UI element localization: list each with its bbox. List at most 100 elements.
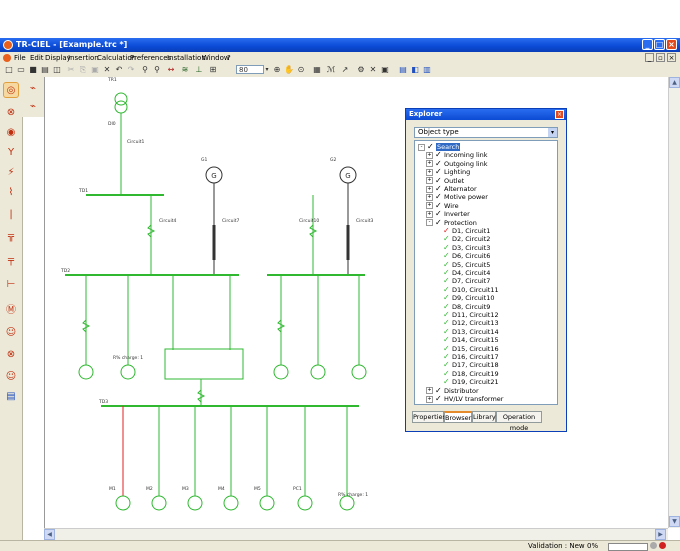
curve-icon[interactable]: ↗	[341, 65, 349, 74]
check-icon[interactable]: ✓	[443, 343, 450, 353]
window-cascade-icon[interactable]: ▤	[399, 65, 407, 74]
expand-icon[interactable]: +	[426, 210, 433, 218]
tree-item[interactable]: ✓D4, Circuit4	[434, 268, 490, 277]
tree-item[interactable]: ✓D19, Circuit21	[434, 377, 499, 387]
check-icon[interactable]: ✓	[435, 150, 442, 160]
horizontal-scrollbar[interactable]: ◀ ▶	[44, 528, 668, 541]
tree-item[interactable]: +✓Incoming link	[426, 150, 488, 160]
check-icon[interactable]: ✓	[443, 318, 450, 328]
move-icon[interactable]: ↔	[167, 65, 175, 74]
new-file-icon[interactable]: □	[5, 65, 13, 74]
help-pointer-icon[interactable]: ⚲	[154, 65, 160, 74]
menu-window[interactable]: Window	[202, 54, 230, 62]
cut-icon[interactable]: ✂	[67, 65, 75, 74]
tools-icon[interactable]: ✕	[369, 65, 377, 74]
zoom-hand-icon[interactable]: ✋	[284, 65, 294, 74]
tree-item[interactable]: -✓Protection	[426, 217, 477, 227]
check-icon[interactable]: ✓	[443, 335, 450, 345]
tab-browser[interactable]: Browser	[444, 411, 472, 423]
copy-icon[interactable]: ⎘	[79, 65, 87, 74]
tree-icon[interactable]: ⊥	[195, 65, 203, 74]
expand-icon[interactable]: +	[426, 387, 433, 395]
link-tool-icon[interactable]: ⌁	[29, 83, 37, 94]
delete-icon[interactable]: ✕	[103, 65, 111, 74]
check-icon[interactable]: ✓	[443, 226, 450, 235]
check-icon[interactable]: ✓	[443, 352, 450, 361]
tree-item[interactable]: ✓D2, Circuit2	[434, 234, 490, 243]
tree-item[interactable]: +✓Inverter	[426, 209, 470, 218]
tree-item[interactable]: ✓D16, Circuit17	[434, 352, 499, 361]
check-icon[interactable]: ✓	[443, 368, 450, 378]
link-tool-2-icon[interactable]: ⌁	[29, 101, 37, 112]
scroll-left-icon[interactable]: ◀	[44, 529, 55, 540]
tree-item[interactable]: +✓Lighting	[426, 167, 470, 177]
tree-item[interactable]: ✓D15, Circuit16	[434, 343, 499, 353]
check-icon[interactable]: ✓	[443, 301, 450, 311]
check-icon[interactable]: ✓	[443, 242, 450, 252]
scroll-down-icon[interactable]: ▼	[669, 516, 680, 527]
tree-item[interactable]: ✓D17, Circuit18	[434, 360, 499, 370]
generator-tool-icon[interactable]: ◉	[6, 127, 16, 138]
tree-item[interactable]: ✓D12, Circuit13	[434, 318, 499, 328]
expand-icon[interactable]: +	[426, 202, 433, 210]
print-icon[interactable]: ▤	[41, 65, 49, 74]
menu-display[interactable]: Display	[45, 54, 71, 62]
menu-help[interactable]: ?	[227, 54, 231, 62]
check-icon[interactable]: ✓	[435, 184, 442, 193]
expand-icon[interactable]: +	[426, 185, 433, 193]
object-tree[interactable]: -✓Search+✓Incoming link+✓Outgoing link+✓…	[414, 140, 558, 405]
window-tile-icon[interactable]: ◧	[411, 65, 419, 74]
check-icon[interactable]: ✓	[443, 276, 450, 286]
check-icon[interactable]: ✓	[443, 377, 450, 387]
doc-icon[interactable]	[3, 54, 11, 62]
check-icon[interactable]: ✓	[435, 192, 442, 202]
zoom-select[interactable]: 80	[236, 65, 264, 74]
tree-item[interactable]: ✓D7, Circuit7	[434, 276, 490, 286]
check-icon[interactable]: ✓	[435, 175, 442, 185]
tree-item[interactable]: ✓D3, Circuit3	[434, 242, 490, 252]
tree-item[interactable]: +✓HV/LV transformer	[426, 394, 503, 403]
tree-item[interactable]: +✓Wire	[426, 200, 459, 210]
menu-installation[interactable]: Installation	[167, 54, 206, 62]
maximize-button[interactable]: □	[654, 39, 665, 50]
tree-item[interactable]: ✓D10, Circuit11	[434, 285, 499, 294]
check-icon[interactable]: ✓	[443, 360, 450, 370]
check-icon[interactable]: ✓	[443, 259, 450, 269]
outlet-tool-icon[interactable]: ☺	[5, 327, 17, 338]
diagram-canvas[interactable]: G G TR1 DI0 Circuit1 G1 G2 TD1 TD2 TD3 C…	[44, 77, 669, 528]
tree-item[interactable]: +✓Outlet	[426, 175, 464, 185]
tree-item[interactable]: ✓D13, Circuit14	[434, 327, 499, 336]
capacitor-tool-icon[interactable]: ⊢	[6, 279, 16, 290]
chevron-down-icon[interactable]: ▾	[548, 128, 557, 137]
redo-icon[interactable]: ↷	[127, 65, 135, 74]
preview-icon[interactable]: ◫	[53, 65, 61, 74]
scroll-up-icon[interactable]: ▲	[669, 77, 680, 88]
lamp-tool-icon[interactable]: ⊗	[6, 349, 16, 360]
explorer-close-button[interactable]: ×	[555, 110, 564, 119]
close-button[interactable]: ×	[666, 39, 677, 50]
tree-item[interactable]: ✓D11, Circuit12	[434, 310, 499, 319]
check-icon[interactable]: ✓	[435, 167, 442, 177]
check-icon[interactable]: ✓	[435, 217, 442, 227]
mdi-close-button[interactable]: ×	[667, 53, 676, 62]
menu-edit[interactable]: Edit	[30, 54, 44, 62]
tab-library[interactable]: Library	[472, 411, 496, 423]
fuse-tool-icon[interactable]: Y	[7, 147, 15, 158]
properties-icon[interactable]: ▣	[381, 65, 389, 74]
paste-icon[interactable]: ▣	[91, 65, 99, 74]
tree-item[interactable]: ✓D8, Circuit9	[434, 301, 490, 311]
expand-icon[interactable]: +	[426, 177, 433, 185]
tree-item[interactable]: -✓Search	[418, 142, 461, 151]
calculate-icon[interactable]: ℳ	[326, 65, 336, 74]
menu-file[interactable]: File	[14, 54, 26, 62]
check-icon[interactable]: ✓	[435, 200, 442, 210]
menu-preferences[interactable]: Preferences	[130, 54, 172, 62]
grid-icon[interactable]: ▦	[313, 65, 321, 74]
breaker-tool-icon[interactable]: ⊗	[6, 107, 16, 118]
tree-item[interactable]: ✓D1, Circuit1	[434, 226, 490, 235]
undo-icon[interactable]: ↶	[115, 65, 123, 74]
busbar-tool-icon[interactable]: ╦	[7, 231, 15, 242]
expand-icon[interactable]: +	[426, 151, 433, 159]
check-icon[interactable]: ✓	[443, 268, 450, 277]
tree-item[interactable]: ✓D18, Circuit19	[434, 368, 499, 378]
